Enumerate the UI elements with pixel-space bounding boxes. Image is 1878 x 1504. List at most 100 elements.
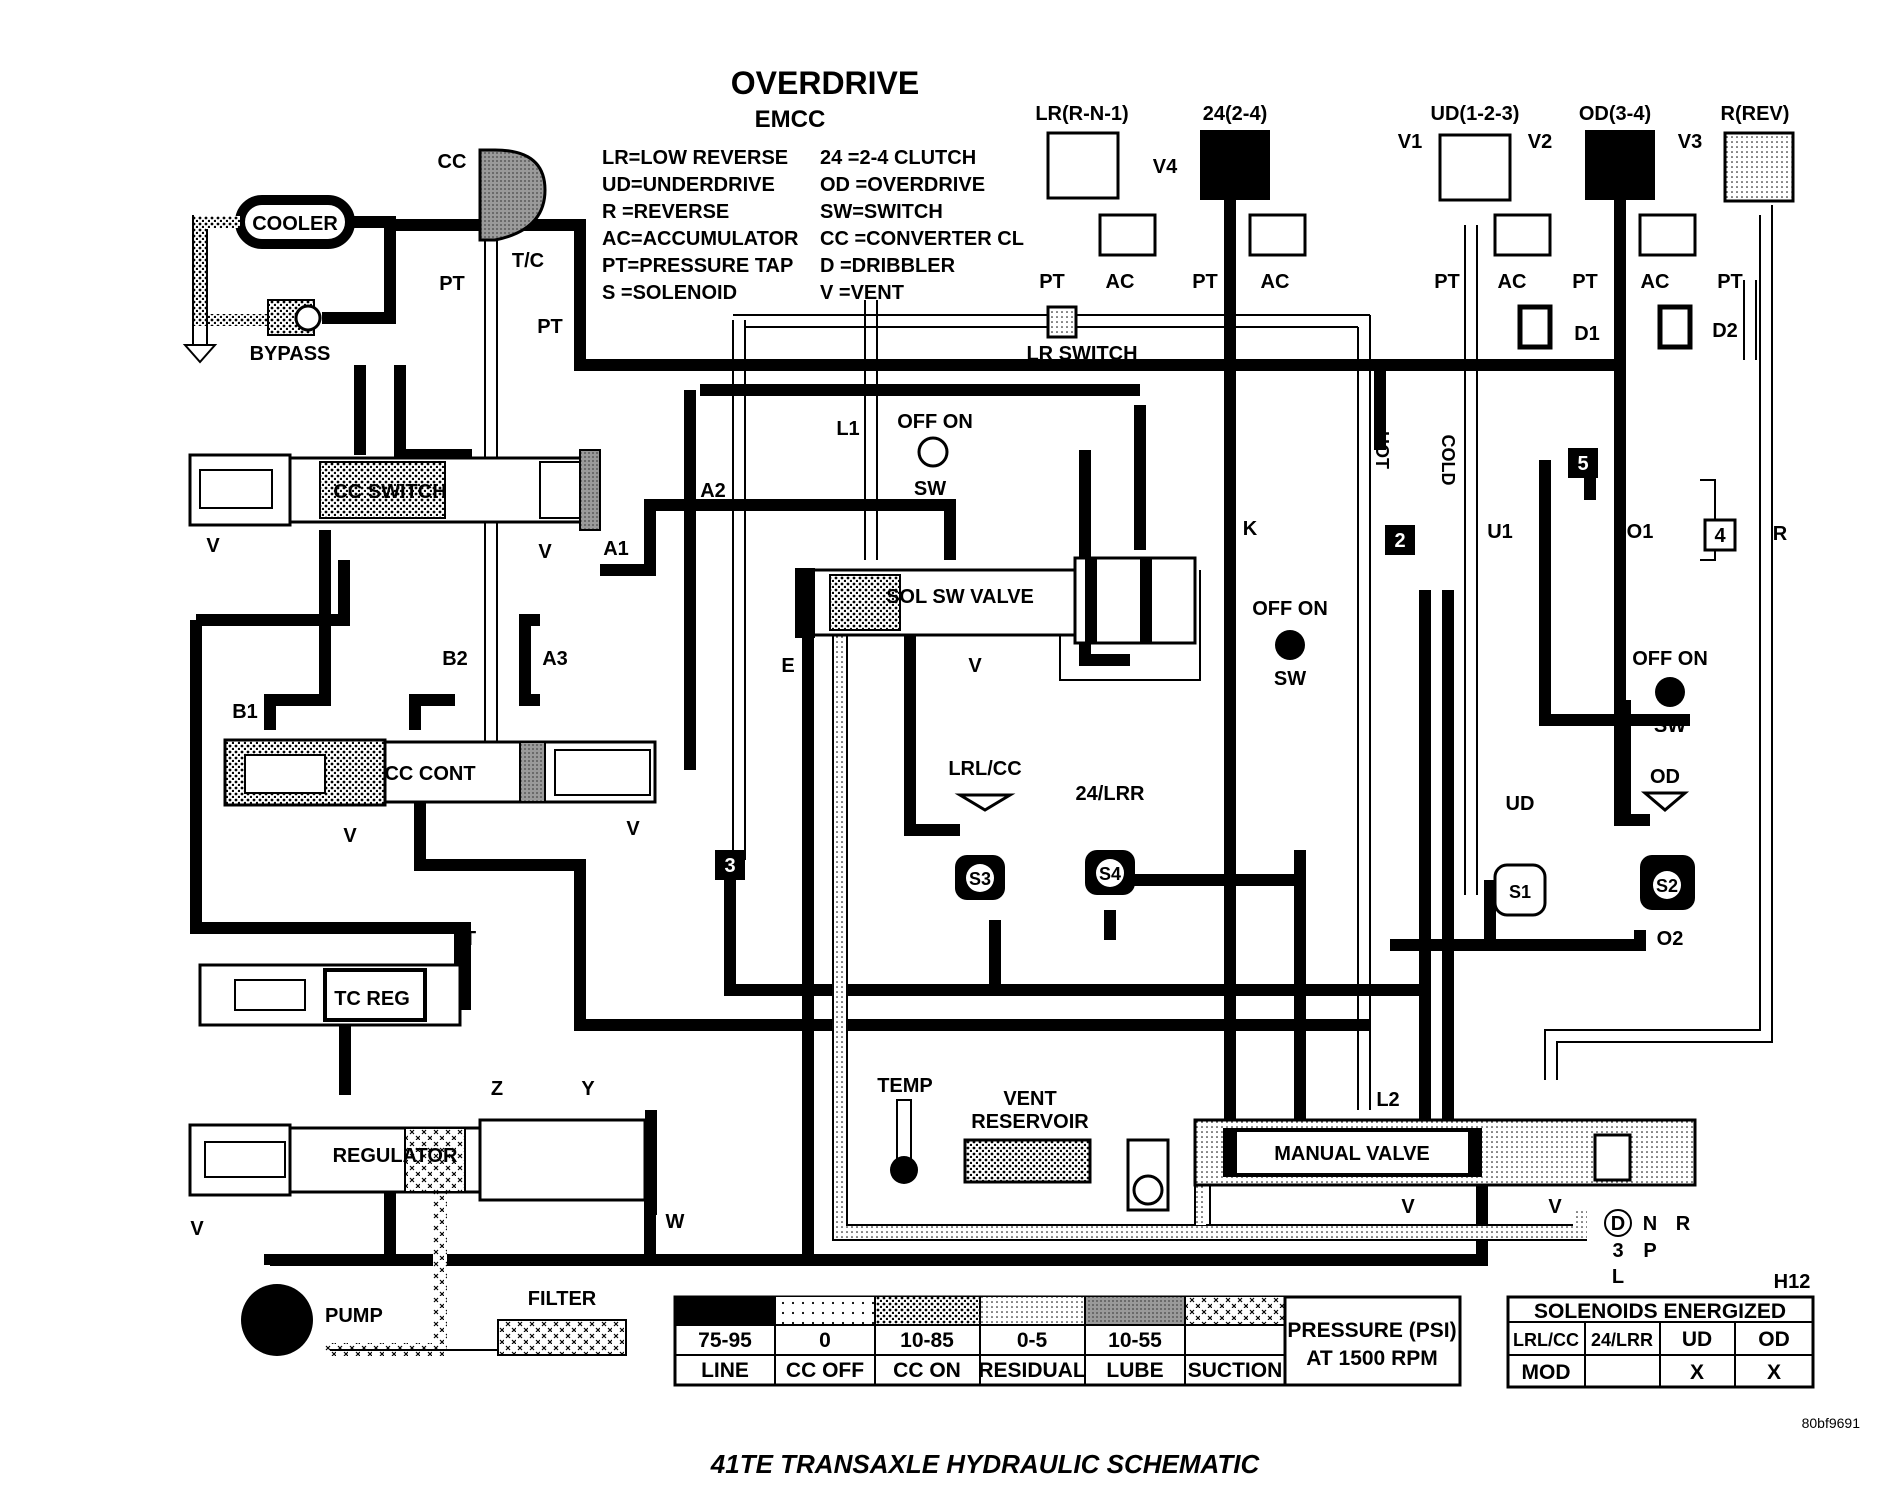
marker-3	[715, 850, 745, 880]
gear-r: R	[1676, 1213, 1691, 1235]
solenoid-table-title: SOLENOIDS ENERGIZED	[1534, 1300, 1786, 1323]
tc-label: T/C	[512, 250, 544, 272]
switch-2	[1275, 630, 1305, 660]
abbr-v: V =VENT	[820, 282, 904, 304]
e-label: E	[781, 655, 794, 677]
cc-switch-valve: CC SWITCH V V	[188, 449, 601, 563]
a2-label: A2	[700, 480, 726, 502]
legend-swatch-residual	[980, 1297, 1085, 1325]
pt-label-tc-2: PT	[537, 316, 563, 338]
d2-dribbler	[1657, 304, 1693, 350]
vent-cc-cont-2: V	[626, 818, 640, 840]
clutch-24	[1200, 130, 1270, 200]
abbr-od: OD =OVERDRIVE	[820, 174, 985, 196]
sol-col-od: OD	[1758, 1328, 1790, 1351]
pt-od: PT	[1572, 271, 1598, 293]
ud-clutch	[1438, 133, 1512, 202]
y-label: Y	[581, 1078, 595, 1100]
legend-value-residual: 0-5	[1017, 1329, 1048, 1352]
cc-cont-valve: CC CONT V V B1 B2 A3 A1 A2	[223, 480, 726, 847]
sw-label-1: SW	[914, 478, 946, 500]
d2-label: D2	[1712, 320, 1738, 342]
legend-label-suction: SUCTION	[1188, 1359, 1283, 1382]
vent-regulator: V	[190, 1218, 204, 1240]
sw-label-3: SW	[1654, 715, 1686, 737]
ac-24	[1248, 213, 1307, 257]
pressure-legend: 75-95 0 10-85 0-5 10-55 LINE CC OFF CC O…	[673, 1295, 1462, 1387]
cc-label: CC	[438, 151, 467, 173]
cooler-label: COOLER	[252, 213, 338, 235]
temp-and-reservoir: TEMP VENT RESERVOIR	[877, 1075, 1170, 1212]
legend-label-lube: LUBE	[1106, 1359, 1163, 1382]
od-clutch-label: OD(3-4)	[1579, 103, 1651, 125]
regulator-valve: REGULATOR V Z Y W	[188, 1078, 685, 1240]
filter	[497, 1319, 627, 1356]
marker-2	[1385, 525, 1415, 555]
legend-swatch-cc-on	[875, 1297, 980, 1325]
abbr-d: D =DRIBBLER	[820, 255, 956, 277]
temp-label: TEMP	[877, 1075, 933, 1097]
cc-switch-label: CC SWITCH	[333, 481, 446, 503]
k-label: K	[1243, 518, 1258, 540]
ac-24-label: AC	[1261, 271, 1290, 293]
legend-label-cc-off: CC OFF	[786, 1359, 864, 1382]
drain-arrow	[182, 344, 218, 364]
od-sol-label: OD	[1650, 766, 1680, 788]
off-on-sw1: OFF ON	[897, 411, 973, 433]
marker-5-text: 5	[1577, 453, 1588, 475]
pt-ud: PT	[1434, 271, 1460, 293]
off-on-sw3: OFF ON	[1632, 648, 1708, 670]
sol-val-ud: X	[1690, 1361, 1704, 1384]
a1-label: A1	[603, 538, 629, 560]
l1-label: L1	[836, 418, 859, 440]
schematic-title: OVERDRIVE	[731, 65, 919, 101]
lr-clutch-group: LR(R-N-1) V4 PT AC LR SWITCH	[1026, 103, 1178, 365]
pt-rev: PT	[1717, 271, 1743, 293]
reverse-clutch-group: R(REV) PT 4 R	[1703, 103, 1795, 552]
marker-5	[1568, 448, 1598, 478]
t-label: T	[464, 928, 476, 950]
legend-label-residual: RESIDUAL	[978, 1359, 1086, 1382]
sol-val-od: X	[1767, 1361, 1781, 1384]
abbr-ud: UD=UNDERDRIVE	[602, 174, 775, 196]
legend-value-line: 75-95	[698, 1329, 752, 1352]
v1-label: V1	[1398, 131, 1422, 153]
marker-4-text: 4	[1714, 525, 1726, 547]
rev-clutch	[1723, 131, 1795, 203]
b2-label: B2	[442, 648, 468, 670]
sol-col-ud: UD	[1682, 1328, 1712, 1351]
clutch-24-group: 24(2-4) PT AC K OFF ON SW	[1192, 103, 1328, 690]
legend-swatch-cc-off	[775, 1297, 875, 1325]
manual-valve-label: MANUAL VALVE	[1274, 1143, 1430, 1165]
caption: 41TE TRANSAXLE HYDRAULIC SCHEMATIC	[710, 1449, 1261, 1479]
d1-dribbler	[1517, 304, 1553, 350]
off-on-sw2: OFF ON	[1252, 598, 1328, 620]
sol-sw-valve-label: SOL SW VALVE	[886, 586, 1034, 608]
s2-label: S2	[1656, 876, 1678, 896]
legend-value-cc-off: 0	[819, 1329, 831, 1352]
legend-value-lube: 10-55	[1108, 1329, 1162, 1352]
lr-clutch	[1046, 131, 1120, 200]
legend-value-cc-on: 10-85	[900, 1329, 954, 1352]
switch-1	[917, 436, 949, 468]
vent-manual-1: V	[1401, 1196, 1415, 1218]
solenoid-s1	[1493, 863, 1547, 917]
ud-clutch-group: UD(1-2-3) V1 V2 PT AC D1 U1 HOT COLD 2	[1372, 103, 1600, 555]
regulator-label: REGULATOR	[333, 1145, 458, 1167]
legend-heading-2: AT 1500 RPM	[1306, 1347, 1438, 1370]
pt-label-tc-1: PT	[439, 273, 465, 295]
sol-col-lrcc: LRL/CC	[1513, 1330, 1579, 1350]
abbr-cc: CC =CONVERTER CL	[820, 228, 1024, 250]
gear-positions: D 3 L N P R	[1604, 1209, 1691, 1288]
hot-label: HOT	[1372, 431, 1392, 469]
vent-reservoir-label-1: VENT	[1003, 1088, 1056, 1110]
lr-clutch-label: LR(R-N-1)	[1035, 103, 1128, 125]
legend-swatch-line	[675, 1297, 775, 1325]
abbr-ac: AC=ACCUMULATOR	[602, 228, 799, 250]
vent-reservoir	[963, 1138, 1092, 1184]
z-label: Z	[491, 1078, 503, 1100]
sw-label-2: SW	[1274, 668, 1306, 690]
ac-lr: AC	[1106, 271, 1135, 293]
sol-sw-valve: SOL SW VALVE V E L1 OFF ON SW	[781, 411, 1197, 677]
